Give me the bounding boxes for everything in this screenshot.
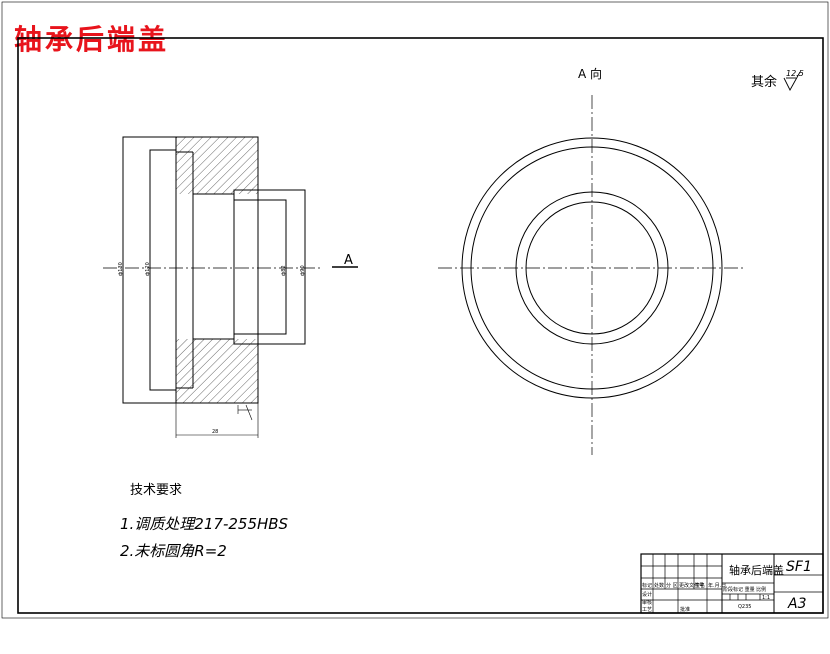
end-view — [438, 95, 745, 455]
hatch-bottom-flange — [176, 339, 258, 403]
rev-header-date: 年.月.日 — [708, 582, 726, 589]
sheet-inner-frame — [17, 37, 824, 614]
roughness-symbol — [783, 71, 801, 91]
role-process: 工艺 — [642, 607, 652, 613]
rev-header-docno: 更改文件号 — [679, 582, 704, 589]
rev-header-mark: 标记 — [642, 582, 652, 589]
hatch-top-flange — [176, 137, 258, 194]
tech-req-item-1: 1.调质处理217-255HBS — [120, 515, 289, 533]
title-block-material: Q235 — [738, 604, 751, 610]
dim-outer-diameter: ф130 — [118, 262, 124, 276]
tech-req-heading: 技术要求 — [130, 483, 182, 498]
rev-header-zone: 分 区 — [666, 582, 678, 589]
sheet-outer-border — [1, 1, 829, 619]
dim-boss-diameter: ф90 — [300, 265, 306, 276]
dim-bore-diameter: ф82 — [281, 265, 287, 276]
tech-req-item-2: 2.未标圆角R=2 — [120, 542, 227, 560]
title-block-part-name: 轴承后端盖 — [729, 563, 784, 577]
rev-header-sign: 签名 — [695, 582, 705, 589]
drawing-title-overlay: 轴承后端盖 — [14, 23, 170, 56]
section-view — [103, 136, 358, 438]
roughness-value: 12.5 — [786, 69, 804, 78]
title-block-scale: 1:1 — [762, 595, 770, 601]
role-review: 审核 — [642, 599, 652, 606]
dim-spigot-diameter: ф120 — [145, 262, 151, 276]
roughness-prefix: 其余 — [751, 74, 777, 90]
role-design: 设计 — [642, 591, 652, 598]
section-arrow-label: A — [344, 253, 353, 268]
rev-header-count: 处数 — [654, 582, 664, 589]
title-block-sheet-size: A3 — [787, 596, 806, 612]
title-block — [640, 553, 824, 614]
dim-length: 28 — [212, 429, 218, 435]
view-direction-label: A 向 — [578, 66, 602, 81]
title-block-stage-header: 阶段标记 重量 比例 — [723, 586, 766, 593]
role-approve: 批准 — [680, 606, 690, 613]
title-block-drawing-no: SF1 — [786, 559, 812, 575]
